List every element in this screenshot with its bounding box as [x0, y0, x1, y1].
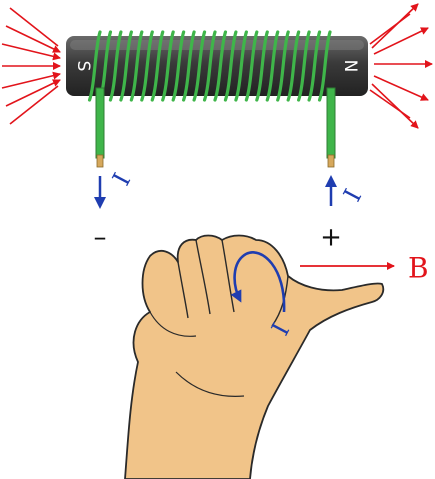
right-field-lines [369, 3, 433, 129]
coil-turn [129, 30, 144, 102]
coil-turn [119, 30, 133, 102]
negative-terminal-sign: – [94, 223, 107, 253]
coil-turn [297, 30, 311, 102]
coil-turn [140, 30, 154, 102]
field-label: B [408, 252, 429, 285]
finger-curl-current-arrow [230, 251, 286, 313]
positive-terminal-sign: + [320, 223, 342, 253]
core-highlight [70, 40, 364, 50]
field-line-arrow [371, 83, 419, 129]
south-pole-label: S [73, 61, 93, 72]
field-line-arrow [5, 79, 61, 107]
right-hand [124, 234, 385, 479]
palm-crease [175, 371, 245, 397]
coil-turn [150, 30, 165, 102]
coil-turn [182, 30, 196, 102]
finger-crease [221, 239, 235, 313]
coil-turn [202, 30, 217, 102]
coil-turn [213, 30, 228, 102]
field-line [9, 85, 59, 125]
field-line-arrow [373, 75, 429, 101]
coil-turn [192, 30, 207, 102]
right-lead-wire [326, 87, 336, 159]
left-field-lines [1, 7, 61, 125]
coil-turn [244, 30, 259, 102]
north-pole-label: N [340, 60, 360, 73]
coil-turn [255, 30, 269, 102]
coil-turn [286, 30, 301, 102]
solenoid: S N [66, 30, 368, 102]
field-line [9, 7, 59, 47]
terminal-current-arrows [94, 175, 337, 209]
right-wire-tip [327, 154, 335, 168]
coil-turn [171, 30, 186, 102]
right-current-label: I [338, 185, 367, 207]
finger-crease [177, 261, 189, 319]
coil-turn [161, 30, 175, 102]
coil-windings [87, 30, 332, 102]
coil-turn [317, 30, 332, 102]
left-wire-tip [96, 154, 104, 168]
palm-crease [149, 311, 197, 337]
coil-turn [265, 30, 280, 102]
finger-crease [195, 239, 211, 315]
field-line-arrow [1, 71, 61, 89]
field-line-arrow [5, 25, 61, 53]
field-line-arrow [1, 43, 61, 61]
field-line-arrow [373, 27, 429, 55]
coil-turn [108, 30, 123, 102]
coil-turn [87, 30, 102, 102]
left-current-label: I [107, 169, 136, 191]
field-line [369, 89, 411, 119]
hand-palm-and-wrist [124, 234, 385, 479]
coil-turn [307, 30, 322, 102]
left-lead-wire [95, 87, 105, 159]
coil-turn [234, 30, 248, 102]
lead-wires [95, 87, 336, 168]
field-line [369, 13, 411, 45]
coil-turn [276, 30, 290, 102]
coil-turn [223, 30, 238, 102]
